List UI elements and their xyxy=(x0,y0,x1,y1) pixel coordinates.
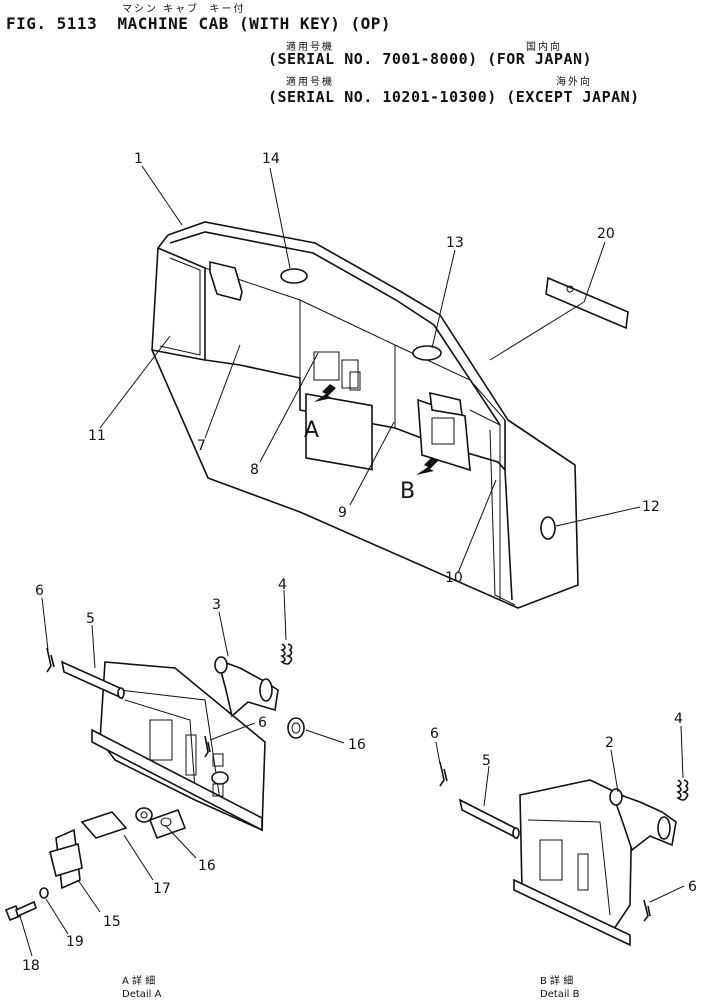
callout-14: 14 xyxy=(262,151,280,167)
callout-5-a: 5 xyxy=(86,611,95,627)
detail-a-caption: Detail A xyxy=(122,989,162,1000)
detail-a-leader-lines xyxy=(19,589,345,957)
callout-9: 9 xyxy=(338,505,347,521)
callout-15: 15 xyxy=(103,914,121,930)
detail-b-caption-jp: B 詳 細 xyxy=(540,974,573,987)
callout-12: 12 xyxy=(642,499,660,515)
view-arrow-b xyxy=(416,457,438,475)
callout-10: 10 xyxy=(445,570,463,586)
serial-line-1: (SERIAL NO. 7001-8000) (FOR JAPAN) xyxy=(268,50,593,68)
title-kana: マシン キャブ キー付 xyxy=(122,4,246,15)
callout-17: 17 xyxy=(153,881,171,897)
plate-hole xyxy=(566,285,574,293)
callout-11: 11 xyxy=(88,428,106,444)
callout-5-b: 5 xyxy=(482,753,491,769)
callout-19: 19 xyxy=(66,934,84,950)
figure-title: FIG. 5113 MACHINE CAB (WITH KEY) (OP) xyxy=(6,14,392,33)
view-label-b: B xyxy=(400,479,415,504)
detail-b-drawing xyxy=(439,761,689,947)
applicable-label-2: 適用号機 xyxy=(286,77,334,88)
callout-18: 18 xyxy=(22,958,40,974)
view-arrow-a xyxy=(314,384,336,402)
callout-13: 13 xyxy=(446,235,464,251)
callout-4-b: 4 xyxy=(674,711,683,727)
applicable-label-1: 適用号機 xyxy=(286,42,334,53)
callout-1: 1 xyxy=(134,151,143,167)
callout-16-upper: 16 xyxy=(348,737,366,753)
cab-body-drawing xyxy=(151,221,579,609)
callout-2: 2 xyxy=(605,735,614,751)
callout-6-b-lower: 6 xyxy=(688,879,697,895)
name-plate-part-20 xyxy=(545,276,629,330)
callout-7: 7 xyxy=(197,438,206,454)
detail-b-caption: Detail B xyxy=(540,989,580,1000)
callout-20: 20 xyxy=(597,226,615,242)
detail-a-drawing xyxy=(4,643,305,922)
callout-8: 8 xyxy=(250,462,259,478)
detail-a-caption-jp: A 詳 細 xyxy=(122,974,155,987)
view-label-a: A xyxy=(304,418,319,443)
callout-16-lower: 16 xyxy=(198,858,216,874)
callout-6-a: 6 xyxy=(35,583,44,599)
callout-4-a: 4 xyxy=(278,577,287,593)
serial-line-2: (SERIAL NO. 10201-10300) (EXCEPT JAPAN) xyxy=(268,88,640,106)
region-label-2: 海外向 xyxy=(556,77,592,88)
region-label-1: 国内向 xyxy=(526,42,562,53)
detail-b-leader-lines xyxy=(435,725,685,903)
callout-6-b: 6 xyxy=(430,726,439,742)
main-leader-lines xyxy=(99,165,641,574)
callout-3: 3 xyxy=(212,597,221,613)
callout-6-a-inner: 6 xyxy=(258,715,267,731)
